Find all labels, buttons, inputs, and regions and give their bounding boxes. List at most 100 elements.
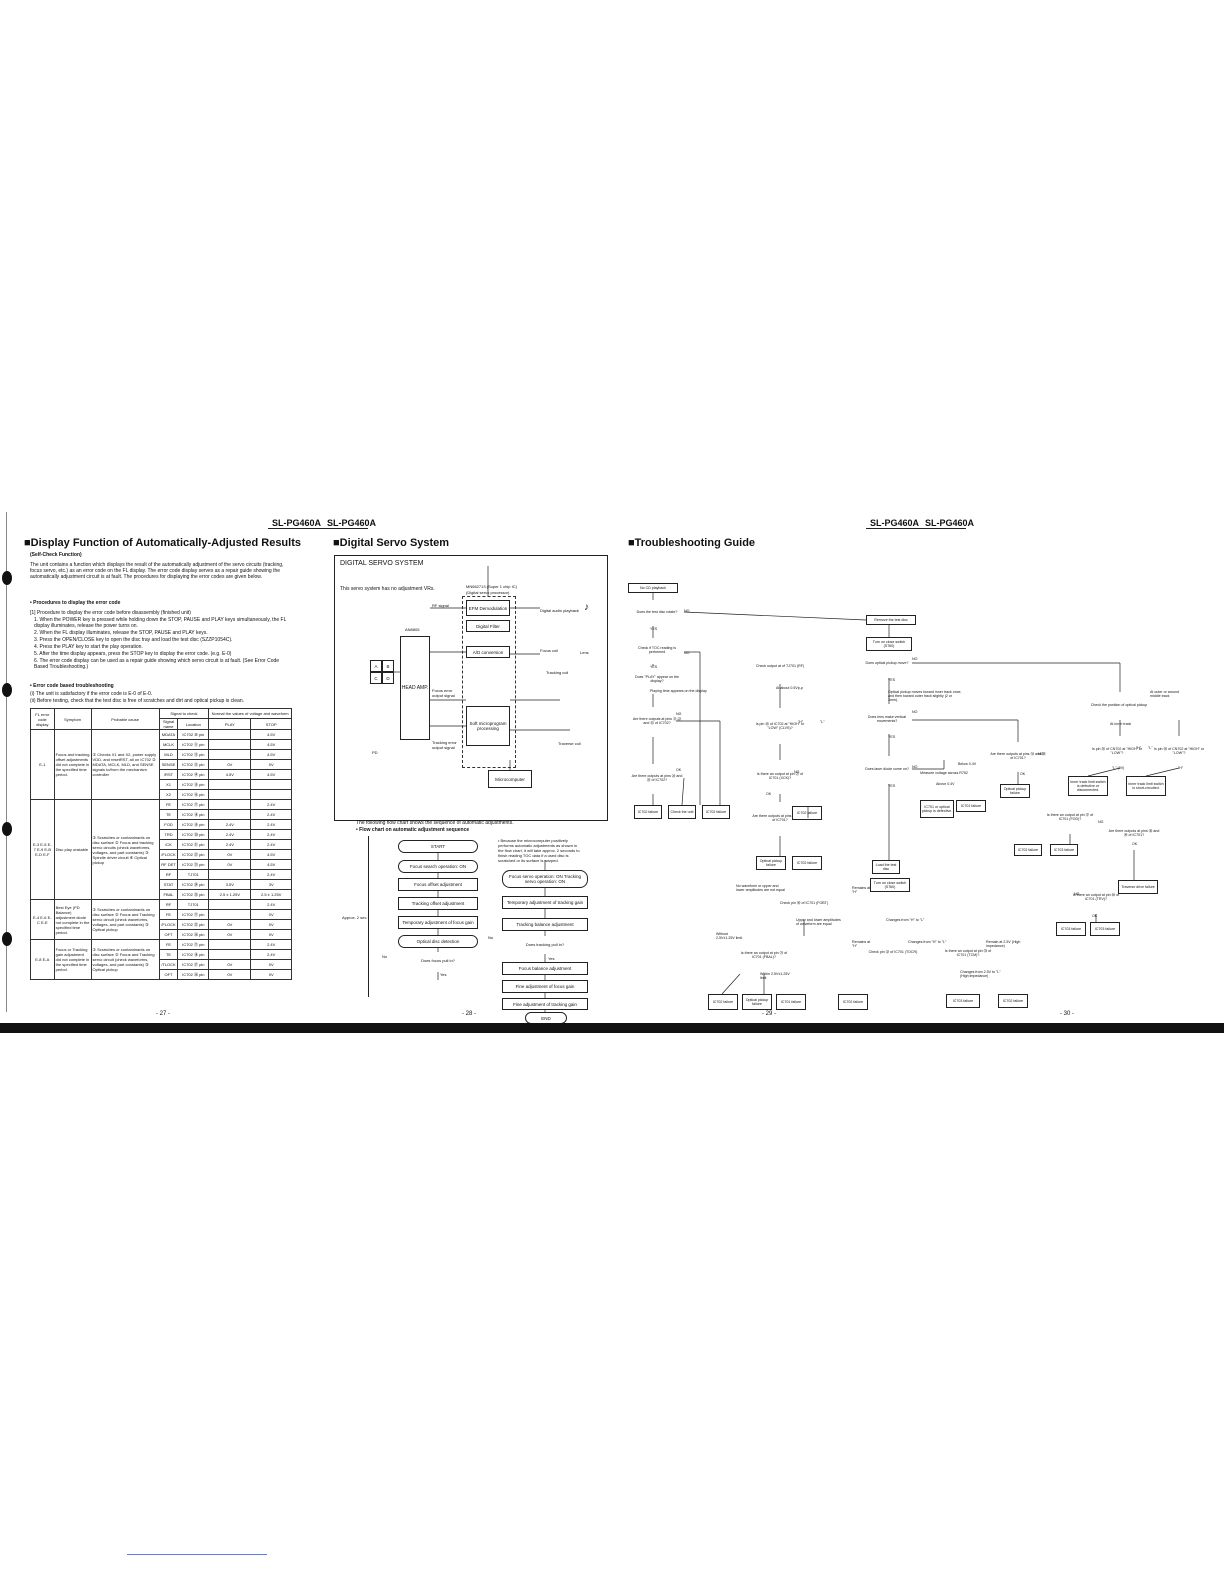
digital-audio-label: Digital audio playback (540, 608, 579, 613)
flow-label: Within 2.5V±1.25V limit (760, 972, 790, 981)
flow-branch-label: NO (912, 710, 918, 714)
stop-value-cell: 0V (250, 969, 292, 980)
symptom-cell: Best Eye (PD Balance) adjustment diode n… (53, 899, 92, 940)
flow-label: At outer or around middle track (1150, 690, 1179, 699)
error-code-cell: E-8 E-A (30, 939, 55, 980)
procedure-step: [1] Procedure to display the error code … (30, 610, 191, 616)
flow-decision: Check output at of TJ701 (RF) (752, 648, 808, 684)
flow-decision: Does tracking pull in? (500, 934, 590, 956)
procedure-step: 2. When the FL display illuminates, rele… (34, 630, 208, 636)
flow-branch-label: "L" (820, 720, 825, 724)
flow-branch-label: "H" (798, 720, 804, 724)
flow-box: IC702 failure (792, 806, 822, 820)
flow-step: Focus servo operation: ON Tracking servo… (502, 870, 588, 888)
flow-decision: Is there an output at pin ㉝ of IC701 (TC… (940, 936, 996, 970)
flow-label: At about 0.5Vp-p (776, 686, 803, 690)
flow-label: Changes from "H" to "L" (886, 918, 925, 922)
flow-box: IC703 failure (1050, 844, 1078, 856)
symptom-cell: Disc play unstable (53, 799, 92, 900)
pd-segment-a: A (370, 660, 382, 672)
flow-decision: Is there an output at pin ㊵ of IC701 (TR… (1070, 880, 1122, 914)
flow-decision: Is there an output at pin ㉛ of IC701 (FB… (736, 936, 792, 974)
flow-box: IC703 failure (1090, 922, 1120, 936)
amp-ic-label: AN8805 (405, 627, 420, 632)
flow-box: Turn on close switch (S760) (870, 878, 910, 892)
flow-branch-label: "L" (1148, 746, 1153, 750)
flow-step: Fine adjustment of tracking gain (502, 998, 588, 1010)
cause-cell: ① Scratches or contaminants on disc surf… (90, 899, 160, 940)
cause-cell: ① Checks X1 and X2, power supply VDD, an… (90, 729, 160, 800)
flow-step: Temporary adjustment of focus gain (398, 916, 478, 929)
header-rule (268, 528, 368, 529)
punch-hole (2, 932, 12, 946)
dsp-dashed-frame (462, 596, 516, 768)
model-header: SL-PG460A (272, 518, 322, 528)
flow-branch-label: OK (766, 792, 772, 796)
flow-decision: Check the position of optical pickup (1090, 690, 1148, 720)
model-header: SL-PG460A (327, 518, 377, 528)
flow-branch-label: NO (684, 651, 690, 655)
procedure-step: 6. The error code display can be used as… (34, 658, 280, 670)
flow-decision: Does focus pull in? (396, 950, 480, 972)
flow-branch-label: OK (1092, 914, 1098, 918)
procedure-step: 5. After the time display appears, press… (34, 651, 232, 657)
flow-label: Changes from 2.5V to "L" (High impedance… (960, 970, 1001, 979)
flow-decision: Are there outputs at pins ㉞ and ㉟ of IC7… (990, 740, 1046, 772)
flow-decision: Are there outputs at pins ㉑,㉒ and ㉓ of I… (630, 705, 684, 737)
flow-box: IC702 failure (838, 994, 868, 1010)
flow-yes-label: Yes (440, 972, 447, 977)
flow-label: Upper and lower amplitudes of waveform a… (796, 918, 841, 927)
flow-decision: Measure voltage across R752 (918, 758, 970, 788)
flow-branch-label: NO (912, 765, 918, 769)
footer-rule (127, 1554, 267, 1555)
punch-hole (2, 571, 12, 585)
flow-note: • Because the microcomputer positively p… (498, 838, 580, 863)
flow-branch-label: NG (676, 712, 682, 716)
flow-branch-label: YES (888, 784, 896, 788)
flow-box: Inner track limit switch is short-circui… (1126, 776, 1166, 796)
binding-edge-line (6, 512, 7, 1012)
flow-decision: Is there an output at pin ㊲ of IC701 (FO… (1044, 800, 1096, 834)
flow-step: Tracking offset adjustment (398, 897, 478, 910)
flow-box: IC702 failure (792, 856, 822, 870)
flow-box: IC702 failure (634, 805, 662, 819)
error-code-table: FL error code display Symptom Probable c… (30, 708, 292, 980)
efm-block: EFM Demodulation (466, 600, 510, 616)
punch-hole (2, 683, 12, 697)
flow-branch-label: YES (650, 627, 658, 631)
cause-cell: ① Scratches or contaminants on disc surf… (90, 939, 160, 980)
troubleshooting-heading: • Error code based troubleshooting (30, 683, 114, 689)
flow-branch-label: NG (794, 770, 800, 774)
tracking-error-label: Tracking error output signal (432, 740, 457, 750)
flow-box: IC703 failure (946, 994, 980, 1008)
flow-step: Optical disc detection (398, 935, 478, 948)
flow-label: Remains at "H" (852, 886, 871, 895)
microcomputer-block: Microcomputer (488, 770, 532, 788)
ad-conversion-block: A/D conversion (466, 646, 510, 658)
page-number: - 27 - (156, 1011, 171, 1017)
pd-segment-b: B (382, 660, 394, 672)
flow-decision: Does optical pickup move? (862, 648, 912, 678)
pd-label: PD (372, 750, 378, 755)
flow-box: IC702 failure (998, 994, 1028, 1008)
focus-error-label: Focus error output signal (432, 688, 455, 698)
page2-title: ■Digital Servo System (333, 537, 450, 549)
flow-heading: • Flow chart on automatic adjustment seq… (356, 827, 470, 833)
page-number: - 28 - (462, 1011, 477, 1017)
procedure-heading: • Procedures to display the error code (30, 600, 121, 606)
flow-branch-label: YES (888, 735, 896, 739)
flow-branch-label: NG (1074, 892, 1080, 896)
page-number: - 30 - (1060, 1011, 1075, 1017)
flow-decision: Is pin ㊱ of CN702 at "HIGH" or "LOW"? (1152, 734, 1206, 768)
error-code-cell: E-3 E-5 E-7 E-9 E-B E-D E-F (30, 799, 55, 900)
flow-box: No CD playback (628, 583, 678, 593)
flow-box: IC703 failure (1056, 922, 1086, 936)
flow-decision: Is pin ㊱ of CN702 at "HIGH" or "LOW"? (1090, 734, 1144, 768)
flow-box: IC701 failure (956, 800, 986, 812)
page1-intro: The unit contains a function which displ… (30, 562, 284, 580)
flow-decision: Is there an output at pin ㉗ of IC701 (XC… (752, 758, 808, 794)
